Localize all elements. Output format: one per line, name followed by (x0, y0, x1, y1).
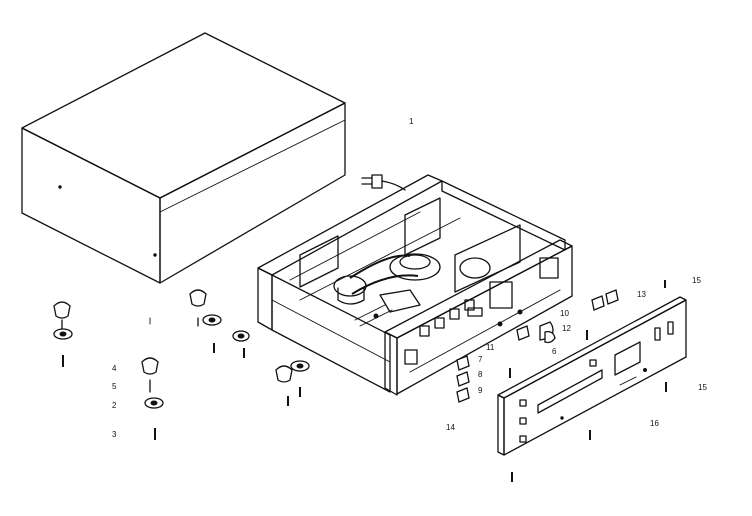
foot-assembly-rear (189, 289, 250, 358)
callout-16: 16 (650, 419, 659, 428)
callout-3: 3 (112, 430, 117, 439)
front-panel-plate (497, 296, 687, 456)
callout-15-top: 15 (692, 276, 701, 285)
callout-5: 5 (112, 382, 117, 391)
top-cover (21, 32, 346, 284)
power-plug (361, 174, 406, 191)
knobs-10-13 (516, 289, 619, 344)
foot-assembly-front (275, 360, 310, 406)
callout-10: 10 (560, 309, 569, 318)
callout-15-bottom: 15 (698, 383, 707, 392)
chassis (257, 174, 573, 396)
callout-2: 2 (112, 401, 117, 410)
knobs-7-8-9 (456, 355, 470, 403)
callout-13: 13 (637, 290, 646, 299)
foot-assembly-center (141, 317, 164, 440)
callout-8: 8 (478, 370, 483, 379)
callout-14: 14 (446, 423, 455, 432)
callout-7: 7 (478, 355, 483, 364)
callout-9: 9 (478, 386, 483, 395)
callout-6: 6 (552, 347, 557, 356)
callout-12: 12 (562, 324, 571, 333)
callout-4: 4 (112, 364, 117, 373)
screws (509, 280, 667, 482)
callout-1: 1 (409, 117, 414, 126)
foot-assembly-left (53, 301, 73, 367)
callout-11: 11 (486, 343, 495, 352)
